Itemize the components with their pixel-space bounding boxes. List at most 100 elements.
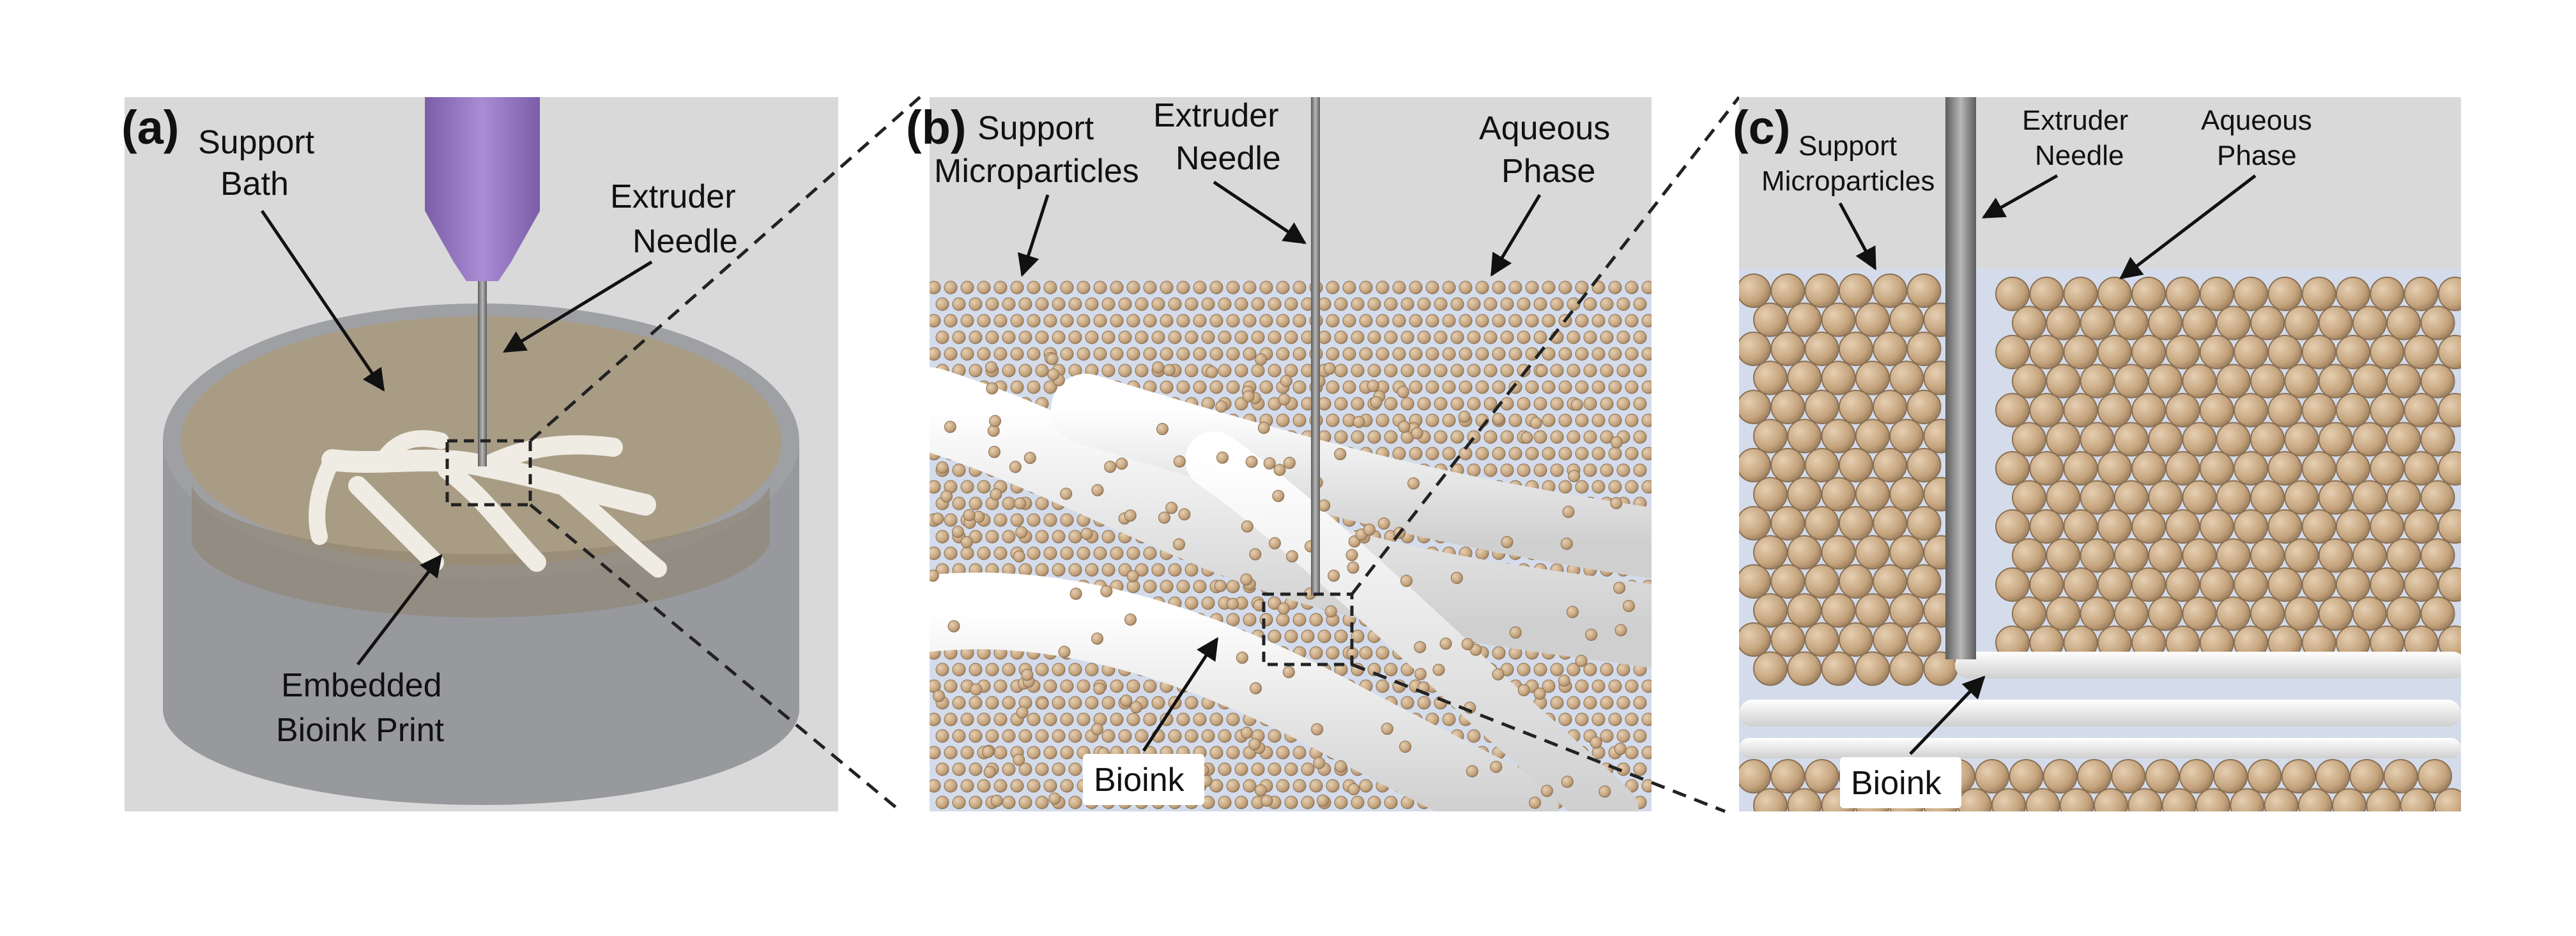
microparticle bbox=[1160, 347, 1174, 361]
microparticle bbox=[1285, 550, 1298, 563]
microparticle bbox=[1770, 390, 1805, 424]
microparticle bbox=[970, 683, 983, 696]
microparticle bbox=[1326, 413, 1340, 427]
microparticle bbox=[1215, 400, 1228, 413]
microparticle bbox=[2213, 759, 2248, 794]
microparticle bbox=[1400, 397, 1414, 411]
microparticle bbox=[2386, 480, 2421, 515]
microparticle bbox=[1367, 795, 1381, 809]
microparticle bbox=[1608, 712, 1622, 726]
arrow-support-bath bbox=[260, 210, 385, 392]
microparticle bbox=[969, 364, 983, 378]
microparticle bbox=[944, 513, 958, 527]
microparticle bbox=[1060, 712, 1074, 726]
microparticle bbox=[2165, 509, 2200, 544]
microparticle bbox=[1995, 393, 2030, 427]
microparticle bbox=[1276, 314, 1290, 328]
microparticle bbox=[2267, 393, 2303, 427]
microparticle bbox=[993, 779, 1008, 793]
embedded-bioink-print bbox=[309, 430, 667, 578]
label-microparticles-c-2: Microparticles bbox=[1761, 165, 1935, 197]
microparticle bbox=[2234, 451, 2269, 486]
microparticle bbox=[969, 330, 983, 344]
microparticle bbox=[1043, 746, 1057, 760]
microparticle bbox=[2284, 364, 2319, 399]
microparticle bbox=[1975, 759, 2010, 794]
microparticle bbox=[952, 729, 966, 743]
microparticle bbox=[977, 712, 991, 726]
panel-c: (c) Support Microparticles Extruder Need… bbox=[1733, 97, 2461, 811]
microparticle bbox=[1176, 347, 1190, 361]
microparticle bbox=[1567, 330, 1581, 344]
microparticle bbox=[2131, 277, 2166, 311]
bioink-strand-c-1 bbox=[1955, 652, 2461, 679]
microparticle bbox=[2352, 305, 2387, 341]
microparticle bbox=[985, 696, 999, 710]
label-aqueous-c-2: Phase bbox=[2217, 140, 2297, 171]
microparticle bbox=[2370, 277, 2405, 311]
microparticle bbox=[1770, 273, 1805, 308]
microparticle bbox=[952, 795, 966, 809]
microparticle bbox=[1010, 280, 1024, 295]
label-extruder-needle-2: Needle bbox=[632, 223, 738, 260]
microparticle bbox=[1575, 655, 1588, 668]
microparticle bbox=[1359, 314, 1373, 328]
microparticle bbox=[1533, 297, 1547, 311]
microparticle bbox=[1855, 360, 1890, 395]
microparticle bbox=[1242, 390, 1255, 403]
microparticle bbox=[1739, 506, 1771, 541]
microparticle bbox=[1384, 297, 1398, 311]
microparticle bbox=[1575, 447, 1589, 461]
microparticle bbox=[1070, 587, 1082, 600]
microparticle bbox=[977, 314, 991, 328]
microparticle bbox=[1085, 696, 1099, 710]
microparticle bbox=[1376, 280, 1390, 295]
microparticle bbox=[1280, 374, 1292, 387]
microparticle bbox=[2094, 788, 2128, 811]
microparticle bbox=[1342, 280, 1356, 295]
microparticle bbox=[1889, 302, 1924, 337]
microparticle bbox=[1583, 663, 1597, 677]
microparticle bbox=[1351, 629, 1365, 643]
microparticle bbox=[1209, 314, 1223, 328]
label-bioink-c: Bioink bbox=[1851, 765, 1942, 802]
microparticle bbox=[2063, 451, 2098, 486]
microparticle bbox=[952, 297, 966, 311]
microparticle bbox=[2199, 567, 2234, 602]
microparticle bbox=[1641, 314, 1652, 328]
microparticle bbox=[1542, 380, 1556, 394]
microparticle bbox=[2281, 759, 2316, 794]
microparticle bbox=[960, 746, 974, 760]
microparticle bbox=[2404, 567, 2439, 602]
microparticle bbox=[2012, 538, 2046, 573]
microparticle bbox=[1608, 347, 1622, 361]
microparticle bbox=[969, 297, 983, 311]
microparticle bbox=[2216, 364, 2251, 399]
microparticle bbox=[2080, 596, 2115, 631]
microparticle bbox=[1567, 663, 1581, 677]
microparticle bbox=[1533, 687, 1546, 700]
microparticle bbox=[1077, 712, 1091, 726]
microparticle bbox=[2420, 305, 2455, 341]
microparticle bbox=[1091, 484, 1104, 496]
microparticle bbox=[1889, 477, 1924, 512]
microparticle bbox=[1575, 413, 1589, 427]
microparticle bbox=[1855, 593, 1890, 628]
microparticle bbox=[960, 480, 974, 494]
microparticle bbox=[2097, 451, 2132, 486]
microparticle bbox=[2080, 364, 2115, 399]
microparticle bbox=[1160, 579, 1174, 594]
microparticle bbox=[1995, 509, 2030, 544]
microparticle bbox=[1600, 430, 1614, 444]
microparticle bbox=[1292, 779, 1307, 793]
microparticle bbox=[2366, 788, 2401, 811]
microparticle bbox=[1301, 629, 1315, 643]
microparticle bbox=[985, 663, 999, 677]
microparticle bbox=[1058, 645, 1071, 658]
microparticle bbox=[1575, 314, 1589, 328]
microparticle bbox=[1608, 413, 1622, 427]
microparticle bbox=[1292, 613, 1307, 627]
microparticle bbox=[1450, 330, 1464, 344]
microparticle bbox=[1753, 651, 1788, 686]
microparticle bbox=[1804, 622, 1839, 657]
